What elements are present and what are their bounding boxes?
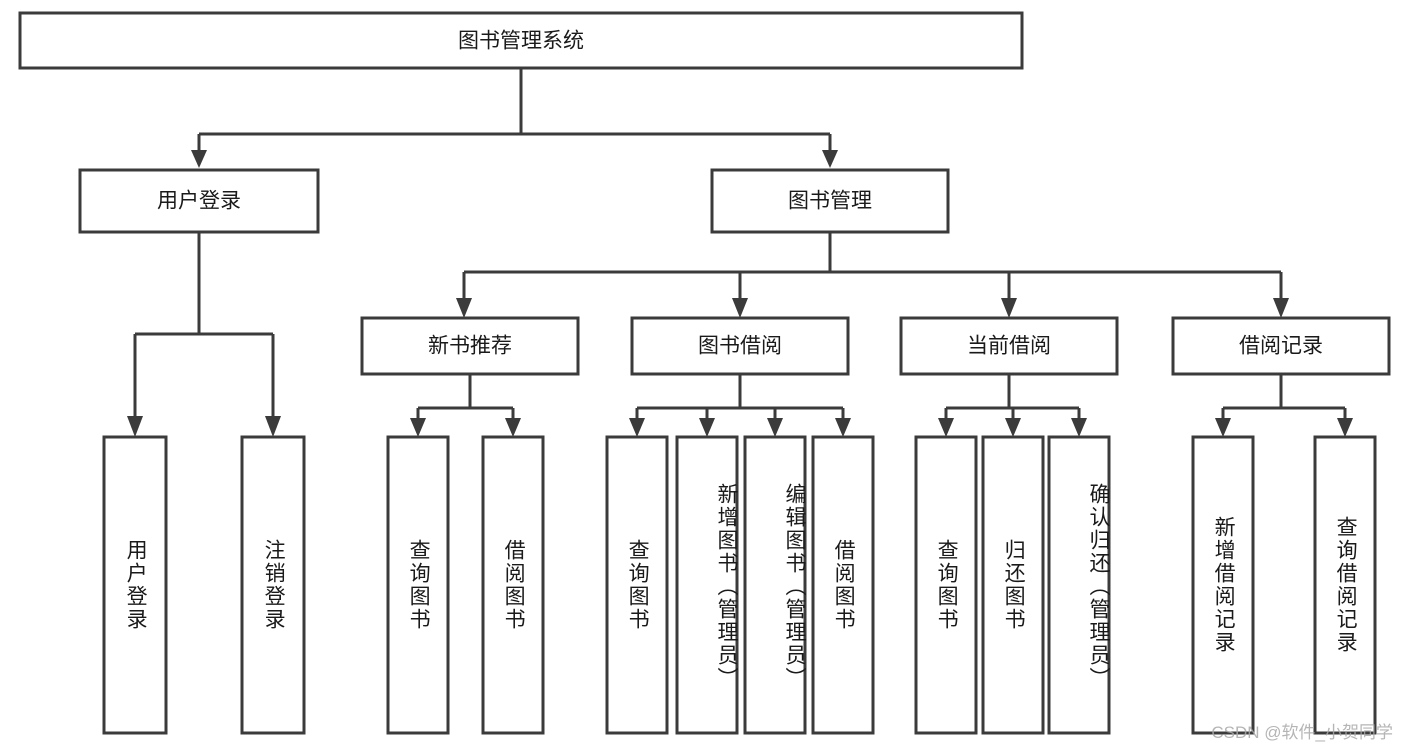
connectors-new-book-to-leaves	[410, 374, 521, 437]
node-borrow-record[interactable]: 借阅记录	[1171, 316, 1391, 376]
node-book-borrow-box[interactable]	[630, 316, 850, 376]
arrowhead-leaf-cb-1	[938, 418, 954, 437]
node-borrow-record-box[interactable]	[1171, 316, 1391, 376]
leaf-box-query-book-nb[interactable]	[386, 435, 450, 735]
node-user-login[interactable]: 用户登录	[78, 168, 320, 234]
node-root-box[interactable]	[18, 11, 1024, 70]
leaf-box-borrow-book-nb[interactable]	[481, 435, 545, 735]
leaf-box-confirm-return-admin[interactable]	[1047, 435, 1111, 735]
arrowhead-leaf-bb-3	[767, 418, 783, 437]
arrowhead-leaf-logout	[265, 416, 281, 437]
node-book-manage-label: 图书管理	[788, 190, 872, 213]
node-new-book-recommend-label: 新书推荐	[428, 335, 512, 358]
connectors-current-borrow-to-leaves	[938, 374, 1087, 437]
arrowhead-leaf-bb-2	[699, 418, 715, 437]
arrowhead-book-borrow	[732, 298, 748, 318]
node-book-borrow[interactable]: 图书借阅	[630, 316, 850, 376]
arrowhead-leaf-br-2	[1337, 418, 1353, 437]
leaf-boxes-book-borrow	[605, 435, 875, 735]
node-current-borrow[interactable]: 当前借阅	[899, 316, 1119, 376]
arrowhead-leaf-cb-3	[1071, 418, 1087, 437]
arrowhead-borrow-record	[1273, 298, 1289, 318]
node-book-manage-box[interactable]	[710, 168, 950, 234]
leaf-box-query-book-cb[interactable]	[914, 435, 978, 735]
leaf-boxes-new-book-recommend	[386, 435, 545, 735]
leaf-box-user-login[interactable]	[102, 435, 168, 735]
leaf-box-logout[interactable]	[240, 435, 306, 735]
arrowhead-leaf-bb-4	[835, 418, 851, 437]
connectors-borrow-record-to-leaves	[1215, 374, 1353, 437]
arrowhead-leaf-br-1	[1215, 418, 1231, 437]
leaf-box-edit-book-admin[interactable]	[743, 435, 807, 735]
node-root[interactable]: 图书管理系统	[18, 11, 1024, 70]
leaf-boxes-borrow-record	[1191, 435, 1377, 735]
arrowhead-leaf-bb-1	[629, 418, 645, 437]
leaf-box-return-book[interactable]	[981, 435, 1045, 735]
leaf-boxes-current-borrow	[914, 435, 1111, 735]
node-new-book-recommend[interactable]: 新书推荐	[360, 316, 580, 376]
arrowhead-book-manage	[822, 150, 838, 168]
node-book-manage[interactable]: 图书管理	[710, 168, 950, 234]
leaf-box-query-borrow-record[interactable]	[1313, 435, 1377, 735]
arrowhead-user-login	[191, 150, 207, 168]
node-user-login-box[interactable]	[78, 168, 320, 234]
node-root-label: 图书管理系统	[458, 30, 584, 53]
arrowhead-leaf-user-login	[127, 416, 143, 437]
arrowhead-leaf-nb-1	[410, 418, 426, 437]
node-book-borrow-label: 图书借阅	[698, 335, 782, 358]
node-current-borrow-box[interactable]	[899, 316, 1119, 376]
connectors-book-manage-to-level3	[456, 233, 1289, 318]
node-user-login-label: 用户登录	[157, 190, 241, 213]
arrowhead-leaf-cb-2	[1005, 418, 1021, 437]
leaf-box-add-book-admin[interactable]	[675, 435, 739, 735]
leaf-boxes-user-login	[102, 435, 306, 735]
node-new-book-recommend-box[interactable]	[360, 316, 580, 376]
leaf-box-borrow-book-bb[interactable]	[811, 435, 875, 735]
leaf-box-query-book-bb[interactable]	[605, 435, 669, 735]
node-borrow-record-label: 借阅记录	[1239, 335, 1323, 358]
arrowhead-current-borrow	[1001, 298, 1017, 318]
watermark-text: CSDN @软件_小贺同学	[1211, 723, 1393, 742]
arrowhead-new-book	[456, 298, 472, 318]
leaf-box-add-borrow-record[interactable]	[1191, 435, 1255, 735]
connectors-book-borrow-to-leaves	[629, 374, 851, 437]
connectors-root-to-level2	[191, 68, 838, 168]
connectors-user-login-to-leaves	[127, 232, 281, 437]
node-current-borrow-label: 当前借阅	[967, 335, 1051, 358]
arrowhead-leaf-nb-2	[505, 418, 521, 437]
